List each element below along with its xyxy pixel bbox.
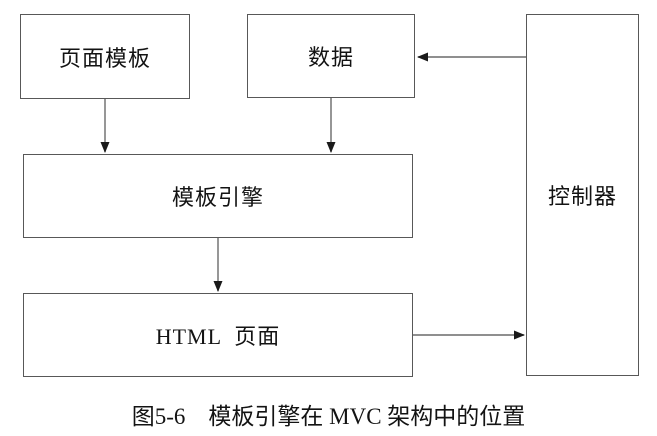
box-page-template: 页面模板 (20, 14, 190, 99)
figure-caption: 图5-6 模板引擎在 MVC 架构中的位置 (131, 404, 526, 429)
box-html-page: HTML 页面 (23, 293, 413, 377)
box-html-page-label: HTML 页面 (155, 324, 281, 349)
box-data: 数据 (247, 14, 415, 98)
box-template-engine-label: 模板引擎 (171, 185, 264, 210)
box-data-label: 数据 (307, 45, 354, 70)
box-page-template-label: 页面模板 (58, 45, 151, 71)
box-controller: 控制器 (526, 14, 639, 376)
box-template-engine: 模板引擎 (23, 154, 413, 238)
box-controller-label: 控制器 (547, 184, 617, 209)
